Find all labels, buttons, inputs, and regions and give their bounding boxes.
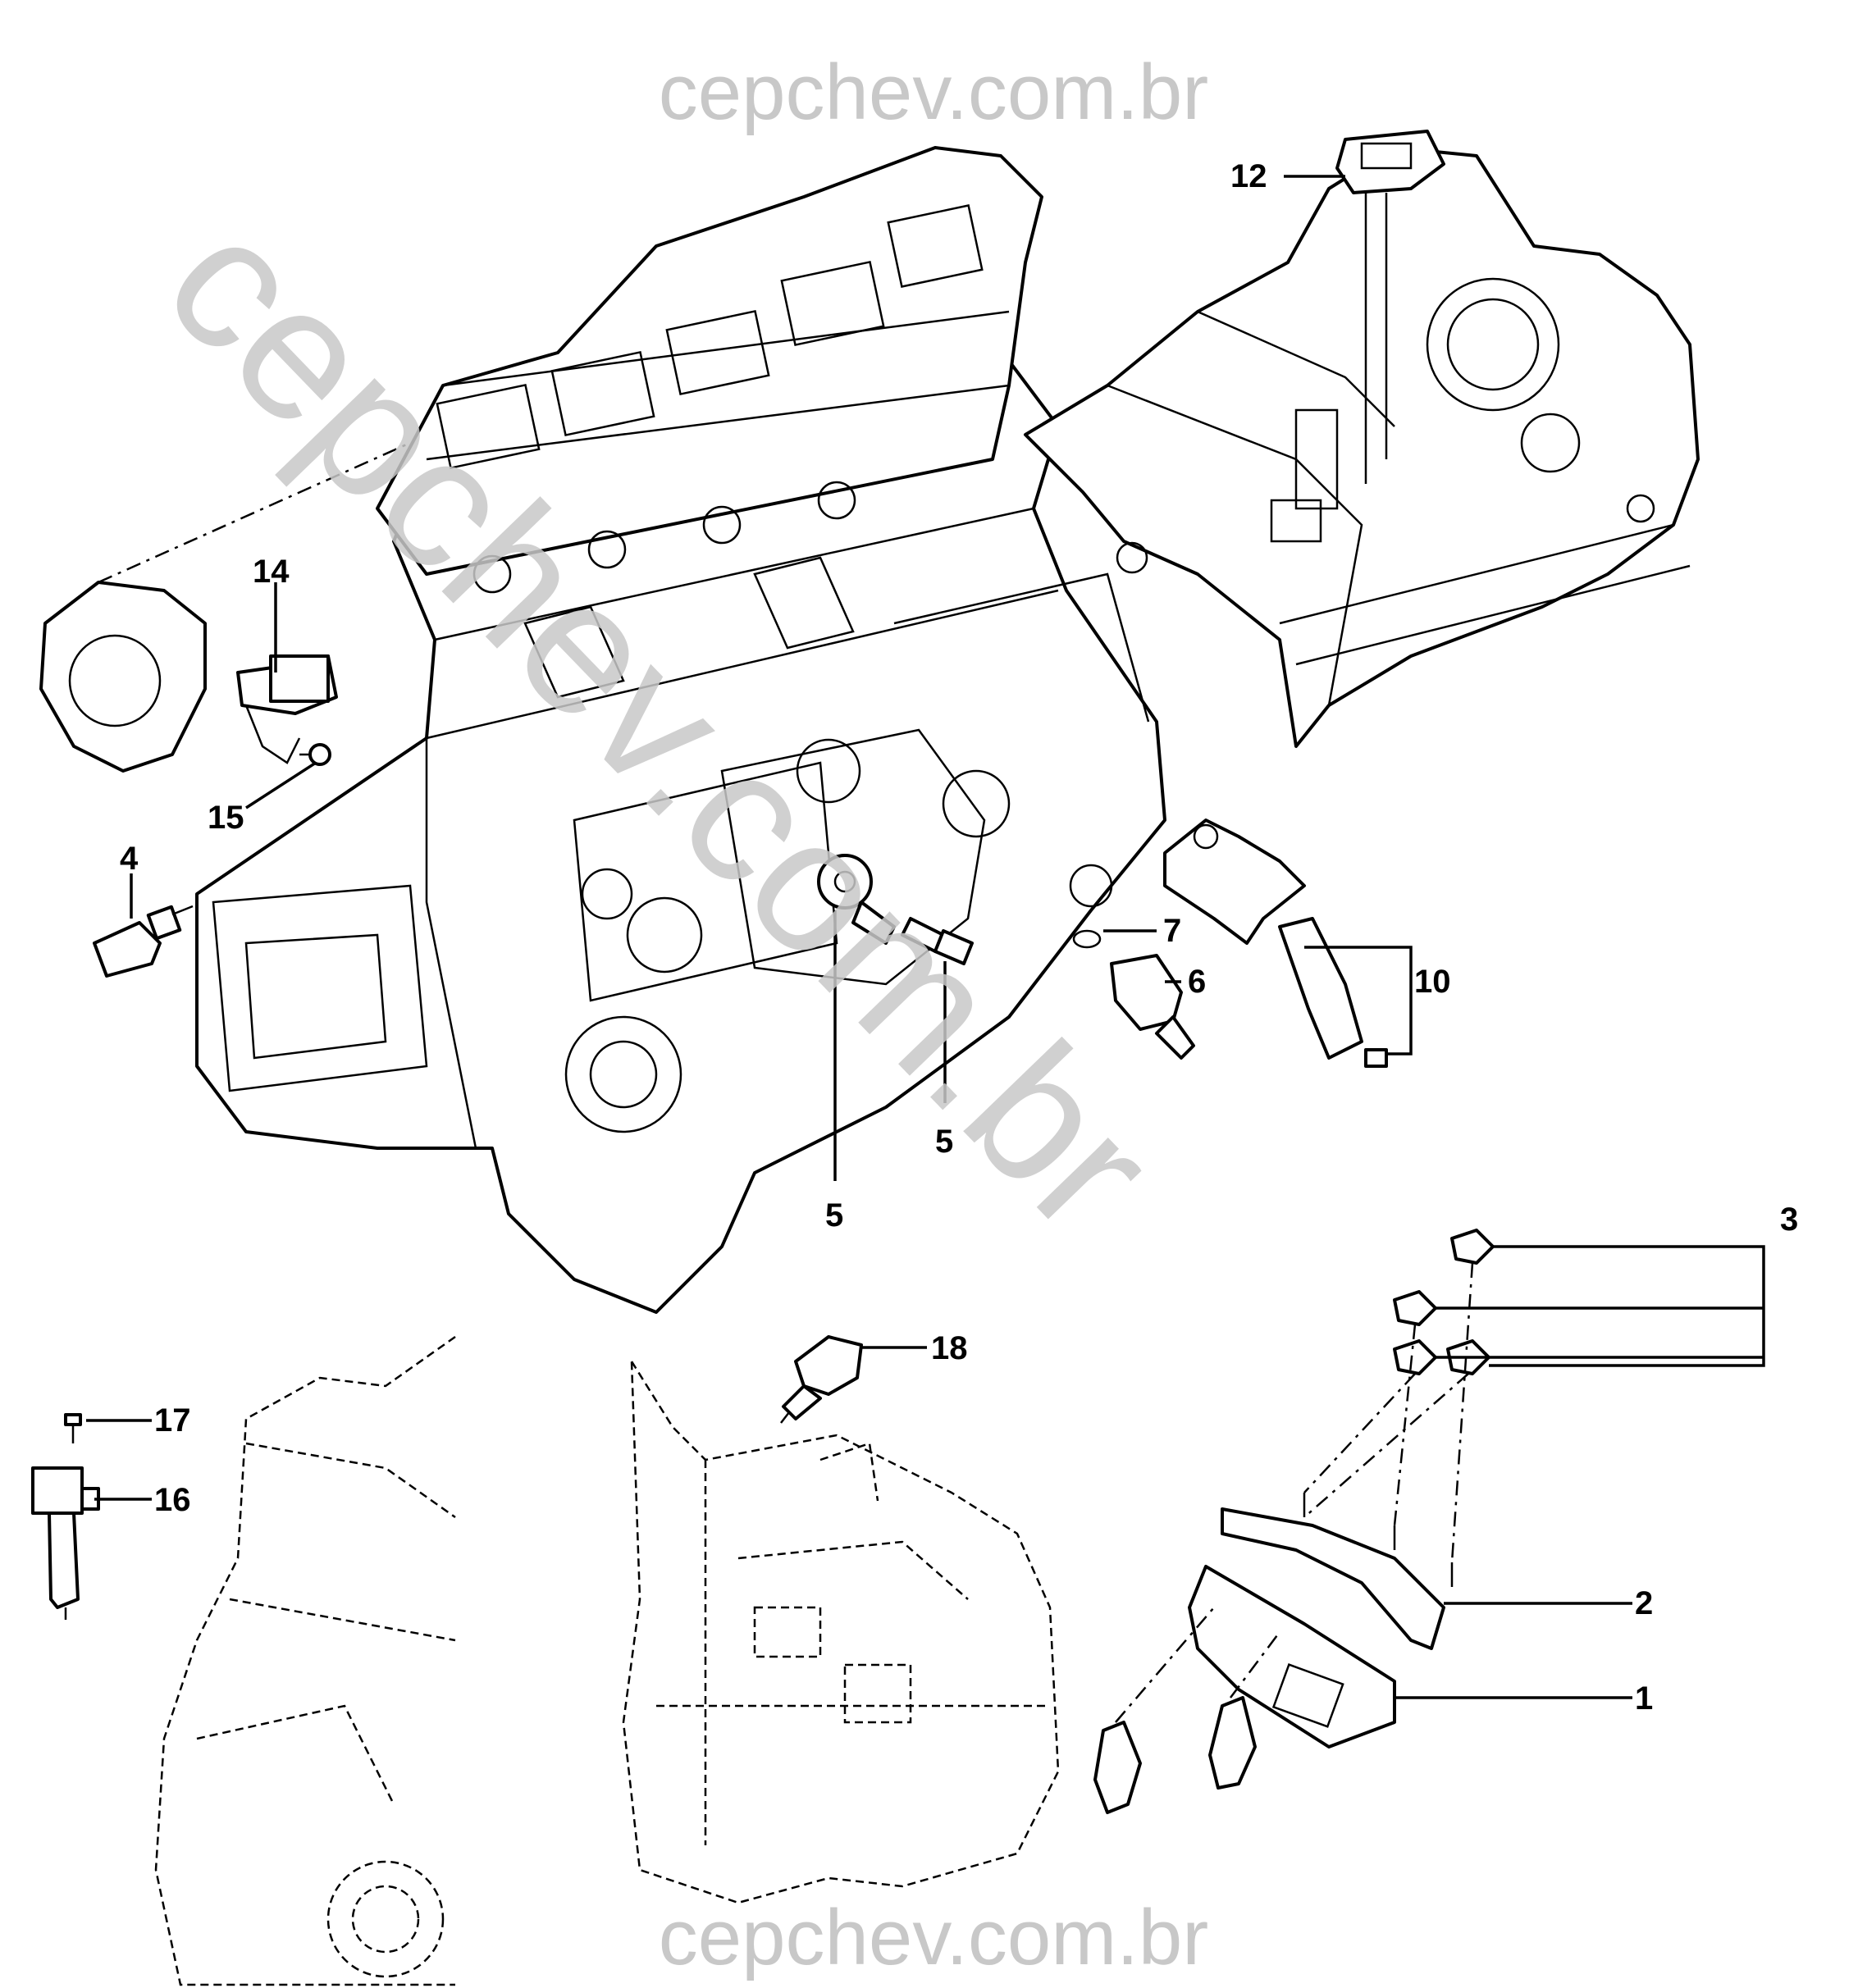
watermark-bottom: cepchev.com.br (659, 1894, 1209, 1981)
engine-block (195, 359, 1166, 1314)
callout-12: 12 (1230, 158, 1267, 194)
part-5-knock-sensor (817, 854, 896, 1181)
part-1-sensor-module (1093, 1565, 1632, 1814)
part-4-temperature-sensor (93, 873, 194, 978)
part-3-nuts (1303, 1229, 1765, 1563)
callout-17: 17 (154, 1402, 191, 1439)
callout-8: 7 (1163, 913, 1181, 949)
part-10-sensor-bracket (1163, 818, 1413, 1068)
callout-5: 5 (825, 1197, 843, 1233)
part-8-seal-ring (1072, 929, 1157, 949)
part-14-camshaft-position-sensor (39, 441, 411, 773)
part-18-sensor (780, 1335, 927, 1424)
callout-18: 18 (931, 1330, 968, 1366)
part-15-bolt (245, 743, 331, 809)
part-16-speed-sensor (31, 1466, 152, 1620)
part-17-screw (64, 1413, 152, 1443)
callout-7: 6 (1188, 964, 1206, 1000)
callout-16: 16 (154, 1482, 191, 1518)
cylinder-head (376, 146, 1043, 699)
callout-labels: 12 14 15 4 7 6 10 5 5 3 18 17 16 2 1 (120, 158, 1798, 1717)
part-2-mounting-bracket (1221, 1493, 1632, 1650)
part-12-map-sensor (1284, 130, 1445, 484)
transmission-housing-center (622, 1357, 1060, 1904)
callout-4: 4 (120, 841, 139, 877)
callout-6: 5 (935, 1124, 953, 1160)
part-6-bolt (901, 917, 974, 1103)
callout-1: 1 (1635, 1680, 1653, 1717)
callout-10: 10 (1414, 964, 1451, 1000)
callout-3: 3 (1780, 1201, 1798, 1238)
callout-15: 15 (208, 800, 244, 836)
callout-14: 14 (253, 554, 290, 590)
part-7-oil-pressure-switch (1110, 954, 1195, 1060)
intake-manifold (1024, 146, 1700, 748)
watermark-top: cepchev.com.br (659, 48, 1209, 136)
callout-2: 2 (1635, 1585, 1653, 1621)
transmission-housing-left (154, 1335, 456, 1986)
